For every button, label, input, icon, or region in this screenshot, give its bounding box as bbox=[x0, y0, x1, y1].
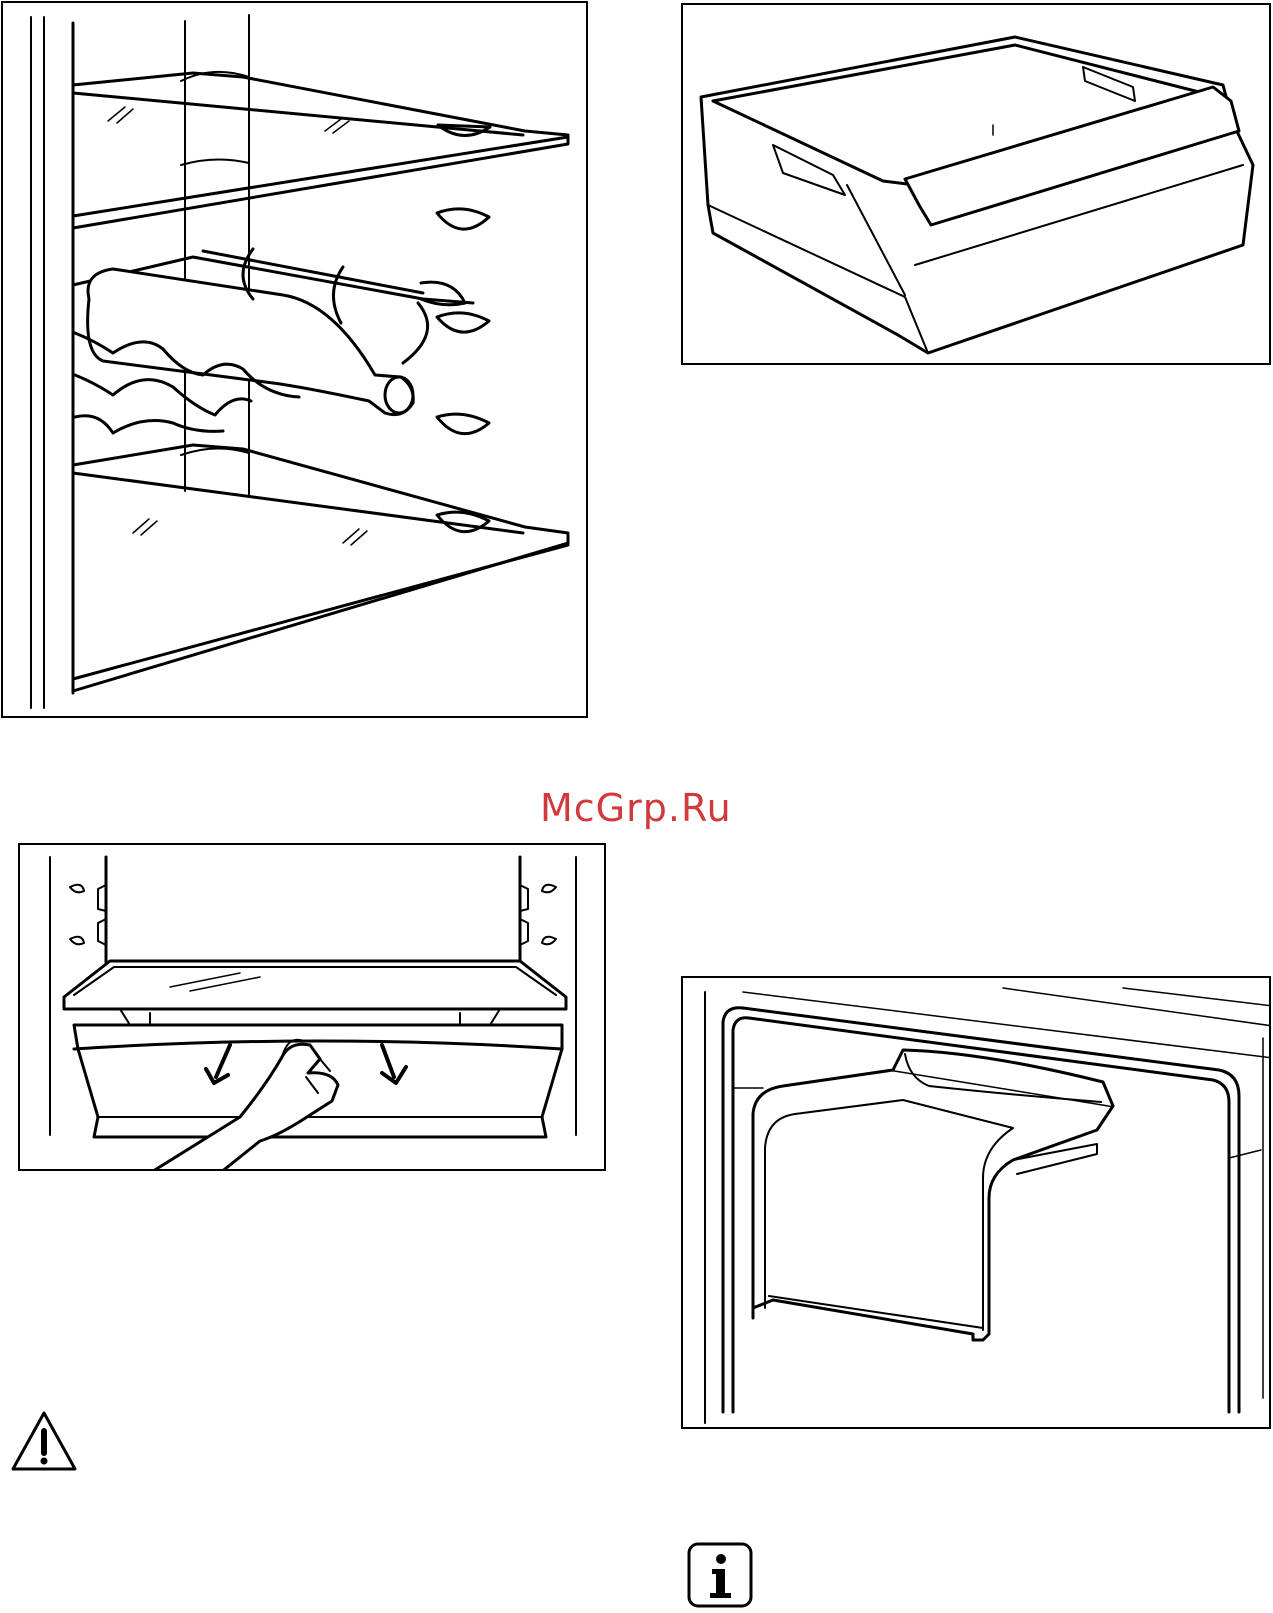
figure-fan-cover bbox=[681, 976, 1271, 1429]
drawer-illustration bbox=[683, 5, 1271, 365]
drawer-removal-illustration bbox=[20, 845, 606, 1171]
watermark-text: McGrp.Ru bbox=[540, 786, 732, 830]
figure-drawer-removal bbox=[18, 843, 606, 1171]
figure-crisper-drawer bbox=[681, 3, 1271, 365]
figure-shelves-bottle-rack bbox=[1, 1, 588, 718]
warning-triangle-icon bbox=[10, 1409, 78, 1473]
shelves-illustration bbox=[3, 3, 588, 718]
info-icon bbox=[685, 1541, 755, 1609]
fan-cover-illustration bbox=[683, 978, 1271, 1429]
